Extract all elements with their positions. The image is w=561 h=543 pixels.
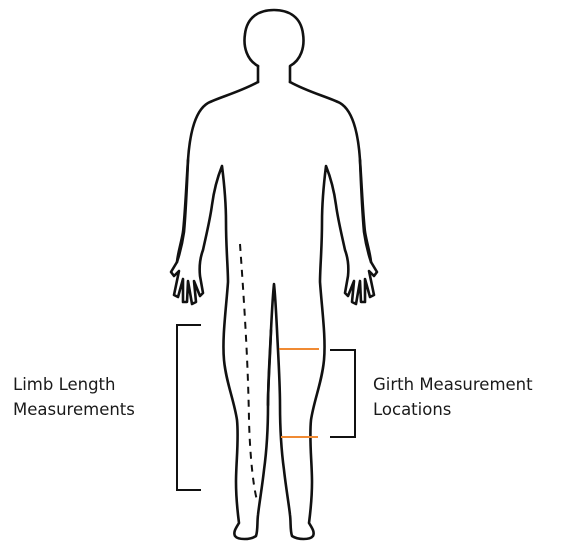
inner-leg-line <box>268 330 271 405</box>
limb-length-label-line-2: Measurements <box>13 397 135 422</box>
girth-measurement-label: Girth Measurement Locations <box>373 372 533 422</box>
head-outline <box>245 10 304 82</box>
limb-length-bracket <box>177 325 201 490</box>
torso-arms-outline <box>171 82 377 539</box>
limb-length-label: Limb Length Measurements <box>13 372 135 422</box>
girth-label-line-1: Girth Measurement <box>373 372 533 397</box>
girth-bracket <box>330 350 355 437</box>
girth-label-line-2: Locations <box>373 397 533 422</box>
limb-length-dashed-line <box>240 244 257 500</box>
limb-length-label-line-1: Limb Length <box>13 372 135 397</box>
